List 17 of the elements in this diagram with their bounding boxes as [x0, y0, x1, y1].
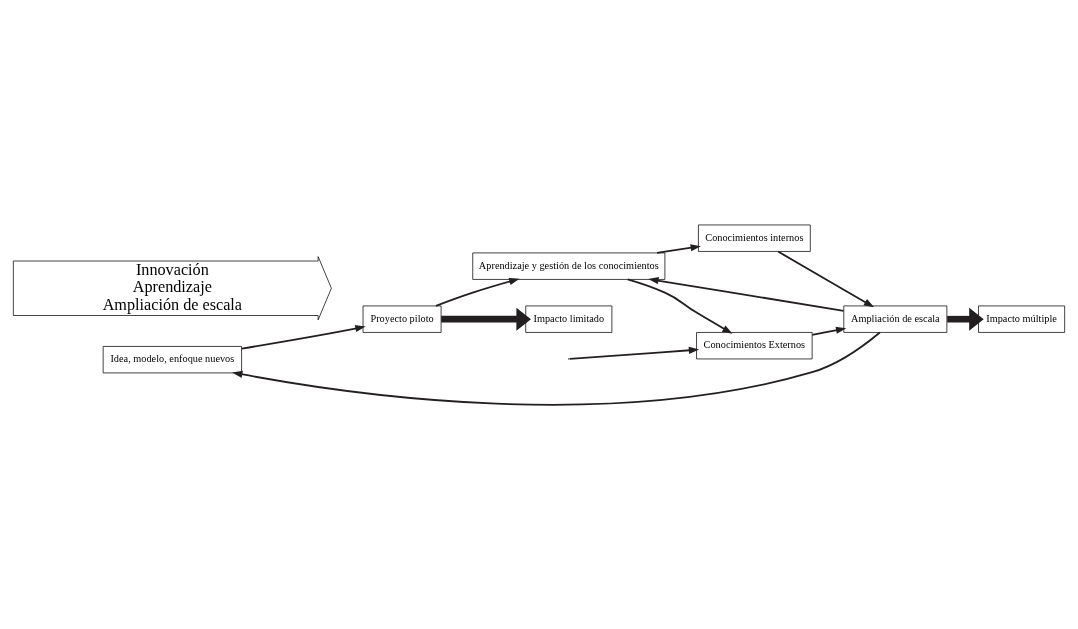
node-box: Ampliación de escala — [843, 305, 948, 333]
node-box: Proyecto piloto — [362, 305, 442, 333]
node-box: Conocimientos internos — [698, 224, 811, 252]
arrow — [777, 250, 875, 307]
arrow — [626, 278, 733, 334]
arrow — [240, 324, 366, 350]
node-box: Impacto limitado — [525, 305, 613, 333]
node-box: Idea, modelo, enfoque nuevos — [102, 345, 242, 373]
node-box: Aprendizaje y gestión de los conocimientos — [472, 252, 666, 280]
arrow — [648, 276, 845, 312]
arrow — [656, 243, 701, 254]
arrow — [232, 331, 881, 406]
arrow — [811, 326, 847, 336]
node-box: Conocimientos Externos — [696, 331, 813, 359]
node-box: Impacto múltiple — [978, 305, 1066, 333]
arrow — [568, 346, 700, 360]
arrow — [435, 277, 520, 307]
